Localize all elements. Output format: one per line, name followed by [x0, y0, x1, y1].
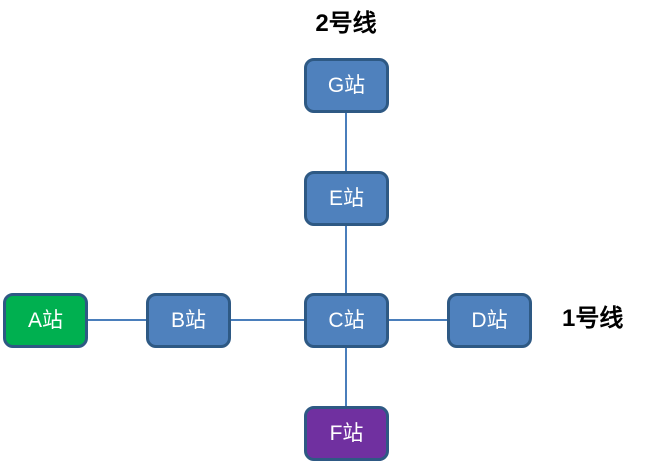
line1-label: 1号线 — [562, 305, 624, 332]
station-e-label: E站 — [328, 187, 364, 210]
station-f: F站 — [304, 406, 389, 461]
station-f-label: F站 — [329, 422, 364, 445]
connector-e-c — [345, 226, 347, 293]
connector-a-b — [88, 319, 146, 321]
station-e: E站 — [304, 171, 389, 226]
connector-c-f — [345, 348, 347, 406]
station-g-label: G站 — [327, 74, 366, 97]
station-a-label: A站 — [27, 309, 63, 332]
station-d: D站 — [447, 293, 532, 348]
station-a: A站 — [3, 293, 88, 348]
station-d-label: D站 — [471, 309, 508, 332]
station-g: G站 — [304, 58, 389, 113]
station-b: B站 — [146, 293, 231, 348]
station-c-label: C站 — [328, 309, 365, 332]
station-c: C站 — [304, 293, 389, 348]
station-b-label: B站 — [170, 309, 206, 332]
connector-b-c — [231, 319, 304, 321]
connector-g-e — [345, 113, 347, 171]
line2-label: 2号线 — [315, 10, 377, 37]
connector-c-d — [389, 319, 447, 321]
